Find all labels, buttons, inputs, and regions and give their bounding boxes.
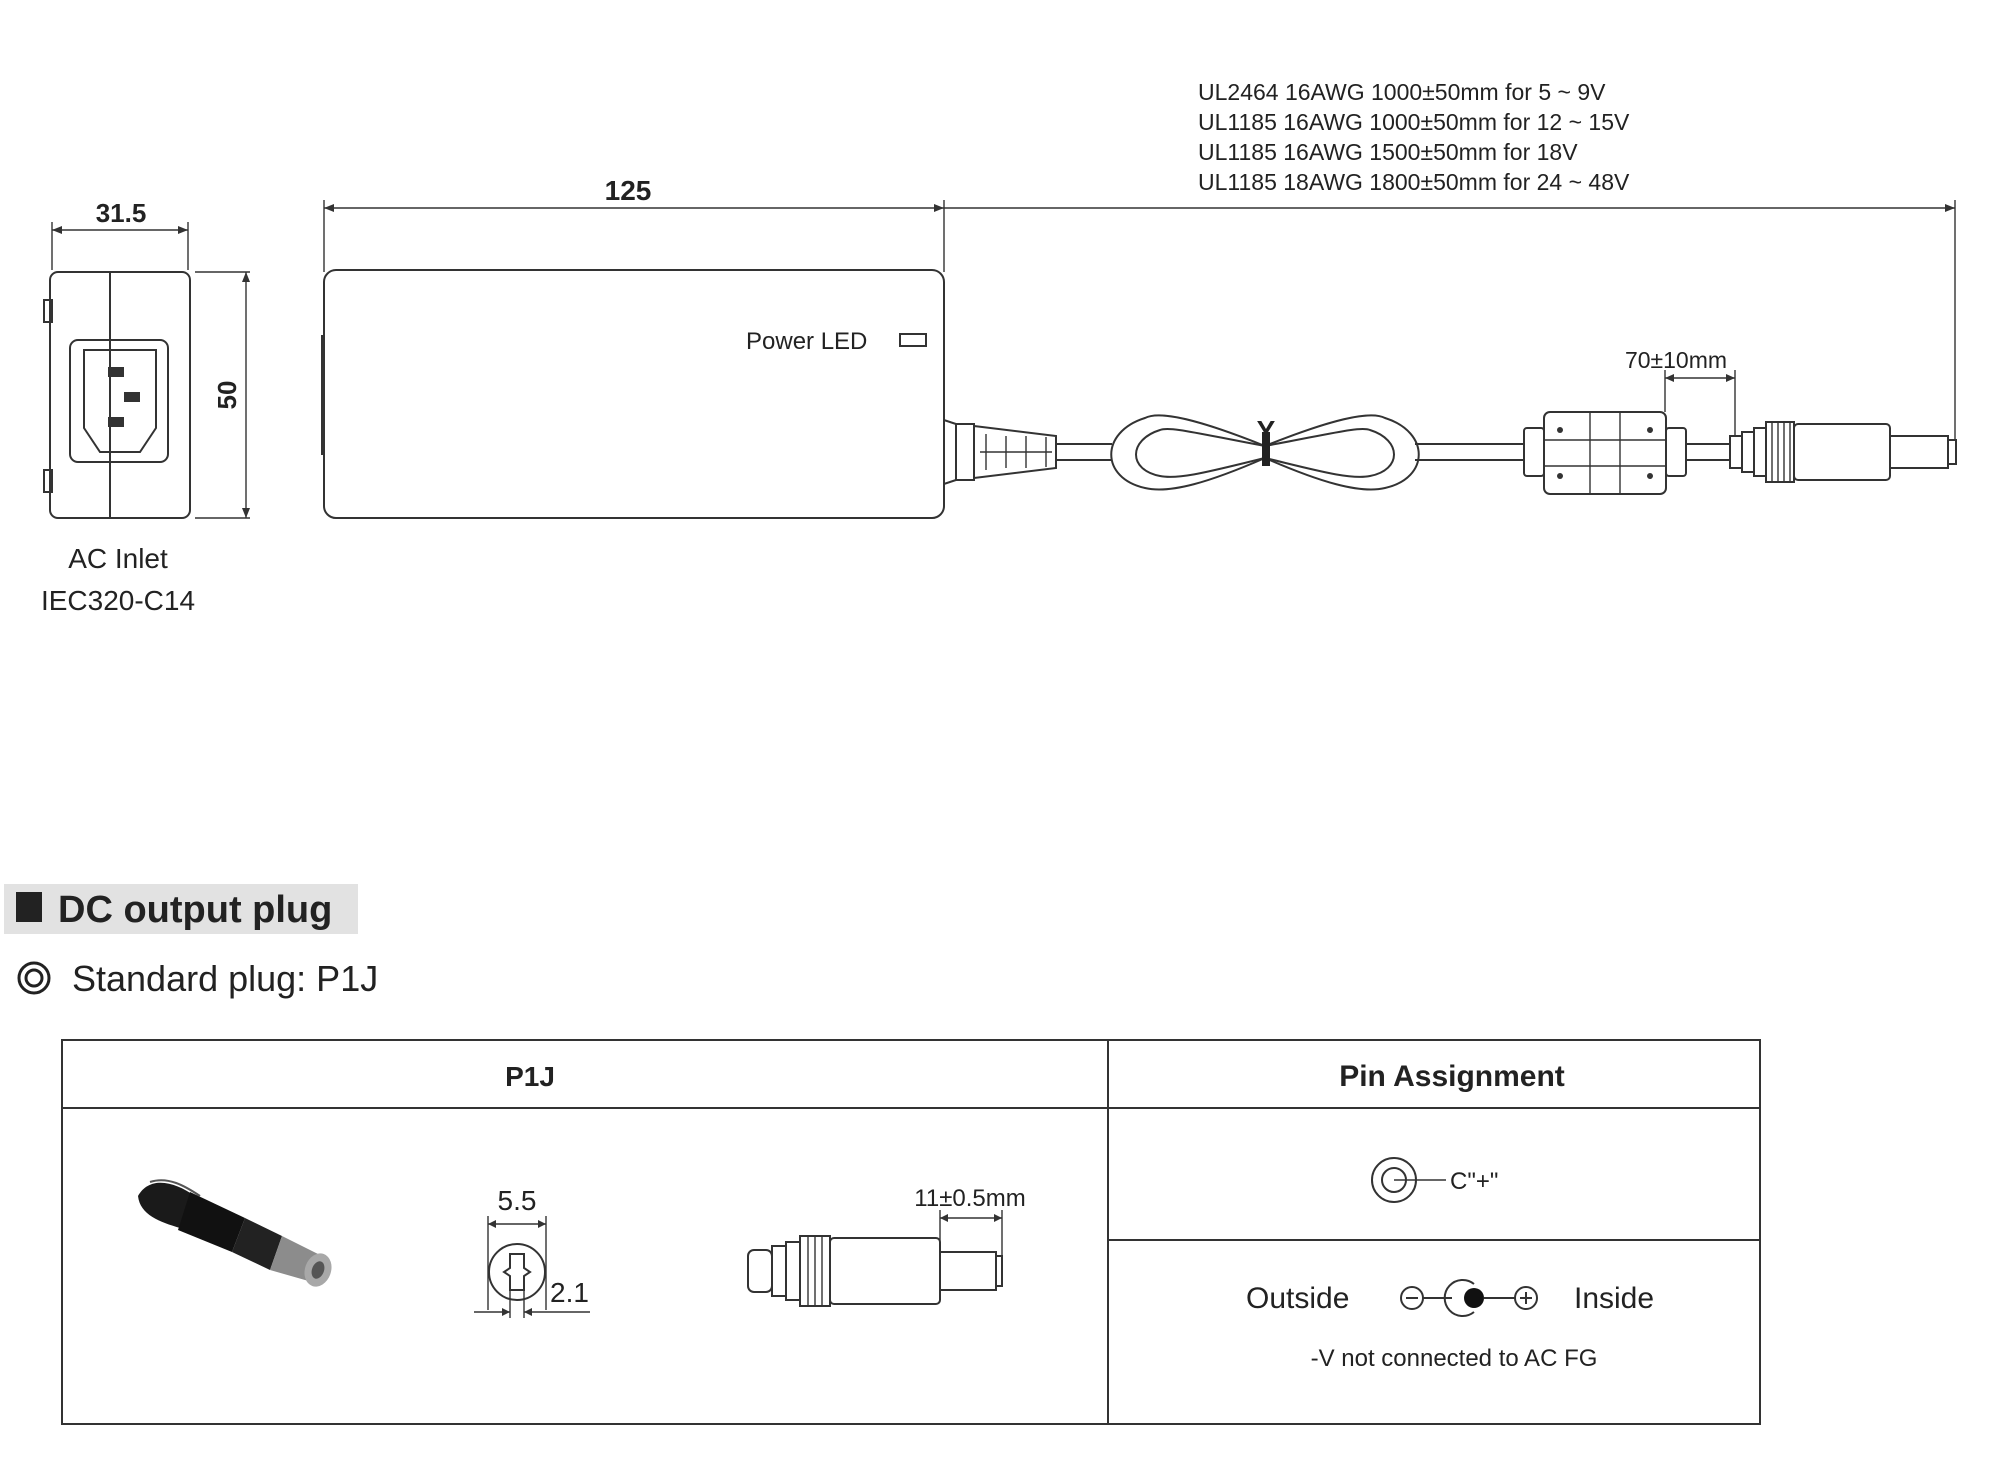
center-pin-label: C"+"	[1450, 1168, 1498, 1195]
top-view: 125 UL2464 16AWG 1000±50mm for 5 ~ 9V UL…	[321, 79, 1957, 519]
power-led-indicator	[899, 333, 927, 347]
center-pin-dot	[1464, 1288, 1484, 1308]
outer-diameter-dimension: 5.5	[498, 1185, 537, 1216]
inlet-standard: IEC320-C14	[41, 585, 195, 616]
dc-output-section-header: DC output plug	[4, 884, 358, 934]
standard-plug-subtitle: Standard plug: P1J	[17, 958, 378, 999]
height-dimension: 50	[212, 381, 242, 410]
inner-diameter-dimension: 2.1	[550, 1277, 589, 1308]
outside-label: Outside	[1246, 1282, 1349, 1315]
length-dimension: 125	[605, 175, 652, 206]
plus-icon	[1514, 1286, 1538, 1310]
cable-spec-1: UL2464 16AWG 1000±50mm for 5 ~ 9V	[1198, 79, 1606, 105]
plug-side-view: 11±0.5mm	[747, 1185, 1026, 1307]
cable-spec-3: UL1185 16AWG 1500±50mm for 18V	[1198, 139, 1578, 165]
filled-square-icon	[16, 892, 42, 922]
plug-length-dimension: 11±0.5mm	[914, 1185, 1025, 1212]
side-view: 31.5 50 AC Inlet IEC320-C14	[41, 198, 250, 616]
plug-gap-dimension: 70±10mm	[1625, 347, 1727, 373]
cable-spec-2: UL1185 16AWG 1000±50mm for 12 ~ 15V	[1198, 109, 1630, 135]
polarity-note: -V not connected to AC FG	[1311, 1345, 1598, 1372]
plug-front-view: 5.5 2.1	[474, 1185, 590, 1318]
double-circle-icon	[17, 961, 51, 995]
section-title: DC output plug	[58, 889, 332, 931]
section-subtitle: Standard plug: P1J	[72, 958, 378, 999]
inlet-label: AC Inlet	[68, 543, 168, 574]
width-dimension: 31.5	[96, 198, 147, 228]
cable-mark: Y	[1257, 415, 1276, 446]
center-pin-symbol: C"+"	[1371, 1157, 1498, 1203]
col-header-p1j: P1J	[505, 1061, 555, 1092]
cable-spec-4: UL1185 18AWG 1800±50mm for 24 ~ 48V	[1198, 169, 1630, 195]
plug-photo	[138, 1179, 332, 1287]
polarity-diagram: Outside Inside -V not connected to AC FG	[1246, 1279, 1654, 1372]
col-header-pin-assignment: Pin Assignment	[1339, 1060, 1565, 1093]
plug-table: P1J Pin Assignment 5.5	[61, 1039, 1761, 1425]
inside-label: Inside	[1574, 1282, 1654, 1315]
power-led-label: Power LED	[746, 328, 867, 355]
